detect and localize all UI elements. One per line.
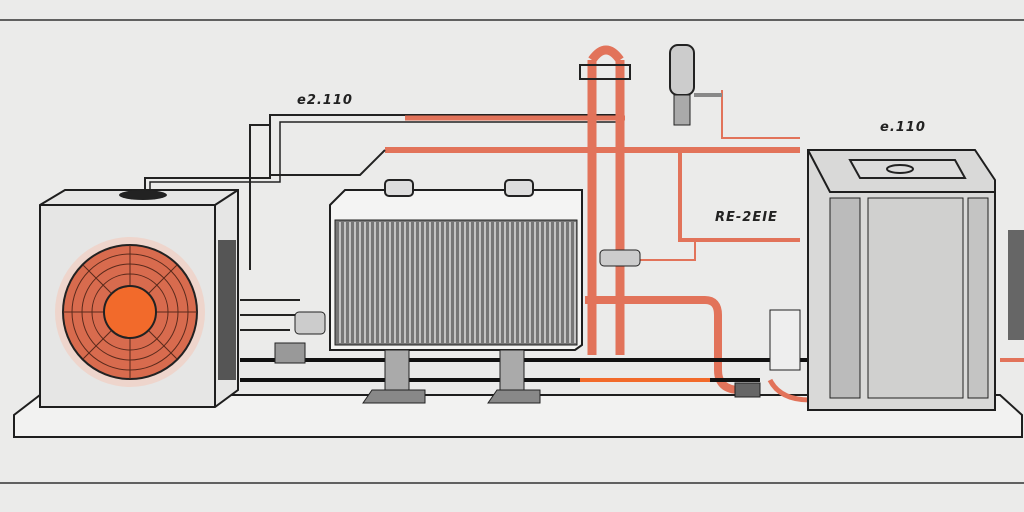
right-label: e.110 [880,120,926,135]
side-grille [218,240,236,380]
pipes [144,45,1024,403]
base-platform [13,394,1023,438]
air-handler-unit [734,149,1024,411]
side-coil [1008,230,1024,340]
evaporator-coil [329,179,583,404]
expansion-valve [579,44,722,267]
left-label: e2.110 [297,93,353,108]
middle-label: RE-2EIE [715,210,778,225]
condenser-unit [39,189,239,408]
